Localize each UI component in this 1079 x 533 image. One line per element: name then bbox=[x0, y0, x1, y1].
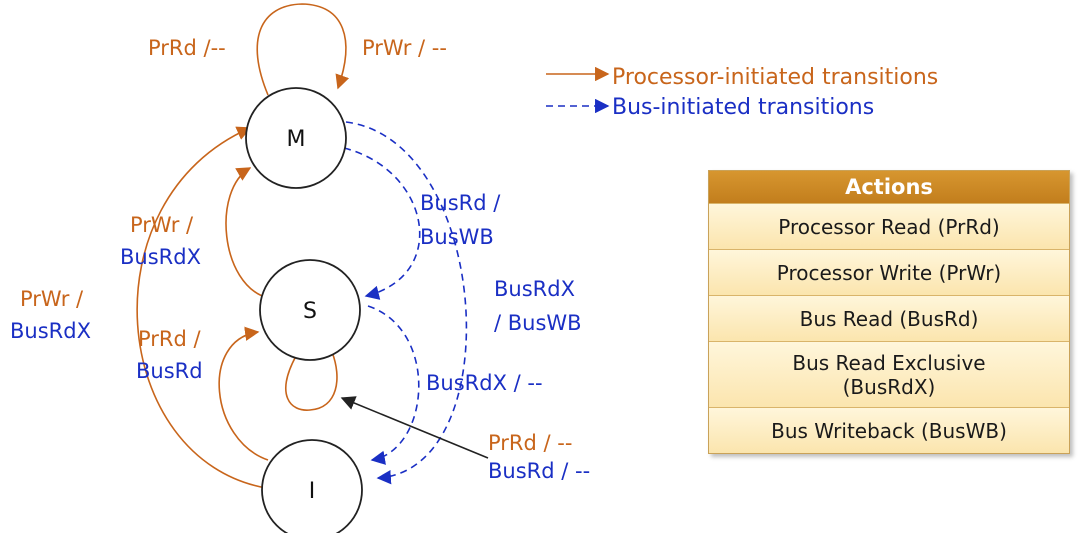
action-row-line: Bus Read Exclusive bbox=[792, 350, 986, 375]
state-m-label: M bbox=[287, 127, 306, 152]
m-to-i-busrdx-label: BusRdX bbox=[494, 277, 575, 301]
state-i-label: I bbox=[309, 479, 316, 504]
i-to-m-busrdx-label: BusRdX bbox=[10, 319, 91, 343]
state-m bbox=[245, 87, 347, 189]
s-self-loop bbox=[285, 351, 338, 411]
i-to-s-edge bbox=[218, 326, 269, 461]
m-self-loop bbox=[256, 3, 350, 96]
actions-table: Actions Processor Read (PrRd) Processor … bbox=[708, 170, 1070, 454]
m-prwr-label: PrWr / -- bbox=[362, 36, 447, 60]
i-to-s-prrd-label: PrRd / bbox=[138, 327, 202, 351]
s-to-m-busrdx-label: BusRdX bbox=[120, 245, 201, 269]
state-s-label: S bbox=[303, 299, 317, 324]
action-row: Processor Write (PrWr) bbox=[709, 249, 1069, 295]
m-to-i-edge bbox=[345, 121, 468, 485]
s-to-m-prwr-label: PrWr / bbox=[130, 213, 194, 237]
m-to-i-buswb-label: / BusWB bbox=[494, 311, 582, 335]
i-self-prrd-label: PrRd / -- bbox=[488, 431, 572, 455]
state-s bbox=[259, 259, 361, 361]
s-to-i-edge bbox=[367, 305, 420, 465]
m-prrd-label: PrRd /-- bbox=[148, 36, 226, 60]
m-to-s-edge bbox=[343, 147, 421, 300]
action-row: Bus Read (BusRd) bbox=[709, 295, 1069, 341]
action-row: Processor Read (PrRd) bbox=[709, 203, 1069, 249]
actions-table-header: Actions bbox=[709, 171, 1069, 203]
i-to-m-prwr-label: PrWr / bbox=[20, 287, 84, 311]
i-self-busrd-label: BusRd / -- bbox=[488, 459, 590, 483]
i-to-s-busrd-label: BusRd bbox=[136, 359, 203, 383]
m-to-s-busrd-label: BusRd / bbox=[420, 191, 501, 215]
action-row-line: (BusRdX) bbox=[842, 374, 936, 399]
action-row: Bus Read Exclusive (BusRdX) bbox=[709, 341, 1069, 407]
legend-processor-label: Processor-initiated transitions bbox=[612, 65, 938, 90]
i-to-m-edge bbox=[136, 126, 267, 489]
state-i bbox=[261, 439, 363, 533]
s-to-i-busrdx-label: BusRdX / -- bbox=[426, 371, 543, 395]
legend-bus-label: Bus-initiated transitions bbox=[612, 95, 874, 120]
s-to-m-edge bbox=[225, 167, 269, 299]
action-row: Bus Writeback (BusWB) bbox=[709, 407, 1069, 453]
label-pointer bbox=[340, 396, 489, 459]
m-to-s-buswb-label: BusWB bbox=[420, 225, 494, 249]
